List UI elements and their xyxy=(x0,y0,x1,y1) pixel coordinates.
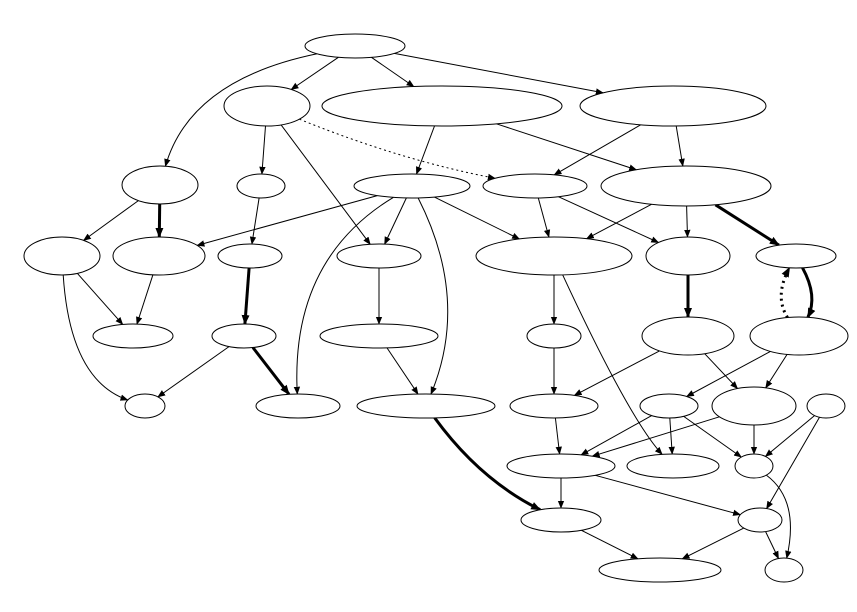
graph-node-n27[interactable] xyxy=(639,393,699,419)
graph-node-n18[interactable] xyxy=(211,323,277,349)
edge-n1-to-n5 xyxy=(164,53,318,167)
graph-node-n9[interactable] xyxy=(600,165,772,207)
graph-node-n12[interactable] xyxy=(217,243,283,269)
graph-node-n19[interactable] xyxy=(319,323,439,349)
edge-n3-to-n9 xyxy=(496,123,638,171)
edge-n7-to-n25 xyxy=(417,197,449,395)
edge-n1-to-n2 xyxy=(290,56,339,90)
graph-node-n8[interactable] xyxy=(482,173,588,199)
node-layer xyxy=(23,33,849,583)
edge-n4-to-n8 xyxy=(553,124,641,176)
edge-n10-to-n17 xyxy=(77,273,124,325)
edge-n1-to-n4 xyxy=(394,52,604,95)
graph-node-n22[interactable] xyxy=(749,316,849,356)
graph-node-n26[interactable] xyxy=(509,393,599,419)
edge-n6-to-n12 xyxy=(249,197,260,245)
graph-node-n31[interactable] xyxy=(626,453,720,479)
edge-n28-to-n30 xyxy=(591,416,720,458)
edge-n18-to-n24 xyxy=(251,346,291,396)
graph-node-n24[interactable] xyxy=(255,393,341,419)
edge-n32-to-n36 xyxy=(766,474,792,559)
edge-n2-to-n13 xyxy=(280,124,371,245)
graph-node-n32[interactable] xyxy=(734,453,774,479)
edge-n8-to-n14 xyxy=(537,197,551,238)
graph-node-n17[interactable] xyxy=(92,323,174,349)
edge-n21-to-n28 xyxy=(704,353,739,390)
edge-n7-to-n24 xyxy=(293,196,394,395)
graph-node-n3[interactable] xyxy=(321,85,563,127)
edge-n16-to-n22 xyxy=(801,267,816,319)
edge-n21-to-n26 xyxy=(573,350,660,396)
edge-n7-to-n11 xyxy=(196,195,378,247)
edge-n27-to-n31 xyxy=(668,417,675,455)
graph-node-n14[interactable] xyxy=(475,236,633,276)
graph-node-n29[interactable] xyxy=(806,393,846,419)
graph-node-n16[interactable] xyxy=(755,243,837,269)
edge-n30-to-n34 xyxy=(595,474,742,516)
edge-n29-to-n34 xyxy=(766,417,820,510)
graph-node-n5[interactable] xyxy=(121,165,199,205)
edge-n18-to-n23 xyxy=(157,346,230,398)
edge-n2-to-n6 xyxy=(259,125,266,175)
graph-node-n20[interactable] xyxy=(526,323,582,349)
graph-node-n11[interactable] xyxy=(112,236,206,276)
edge-n34-to-n35 xyxy=(681,527,745,560)
edge-n2-to-n8 xyxy=(299,118,496,181)
graph-node-n7[interactable] xyxy=(353,173,471,199)
graph-node-n10[interactable] xyxy=(23,236,101,276)
edge-n1-to-n3 xyxy=(371,56,415,88)
edge-n22-to-n16 xyxy=(779,266,791,319)
graph-node-n6[interactable] xyxy=(236,173,286,199)
edge-n33-to-n35 xyxy=(581,529,639,560)
edge-n7-to-n13 xyxy=(384,197,407,245)
graph-node-n36[interactable] xyxy=(764,557,804,583)
edge-n4-to-n9 xyxy=(675,125,685,167)
edge-n22-to-n27 xyxy=(685,350,771,397)
edge-n12-to-n18 xyxy=(241,267,251,325)
edge-n9-to-n14 xyxy=(585,203,652,240)
edge-n8-to-n15 xyxy=(558,196,660,243)
graph-node-n13[interactable] xyxy=(336,243,422,269)
graph-node-n30[interactable] xyxy=(506,453,616,479)
edge-n25-to-n33 xyxy=(433,417,542,512)
graph-node-n33[interactable] xyxy=(520,507,602,533)
edge-n5-to-n10 xyxy=(82,200,139,241)
edge-layer xyxy=(62,52,820,560)
edge-n29-to-n32 xyxy=(764,415,815,457)
edge-n26-to-n30 xyxy=(554,417,562,455)
graph-node-n1[interactable] xyxy=(304,33,406,59)
graph-node-n23[interactable] xyxy=(124,393,166,419)
edge-n27-to-n30 xyxy=(580,415,652,456)
graph-node-n25[interactable] xyxy=(356,393,496,419)
edge-n19-to-n25 xyxy=(386,347,419,395)
graph-node-n28[interactable] xyxy=(711,386,797,426)
graph-node-n15[interactable] xyxy=(645,236,731,276)
edge-n10-to-n23 xyxy=(62,274,129,401)
graph-node-n21[interactable] xyxy=(641,316,735,356)
edge-n3-to-n7 xyxy=(416,125,435,175)
graph-node-n35[interactable] xyxy=(598,557,722,583)
edge-n34-to-n36 xyxy=(765,531,779,560)
edge-n9-to-n15 xyxy=(684,205,691,238)
graph-node-n2[interactable] xyxy=(223,85,311,127)
edge-n11-to-n17 xyxy=(136,274,154,325)
edge-n14-to-n31 xyxy=(562,274,663,455)
graph-node-n34[interactable] xyxy=(737,507,783,533)
edge-n9-to-n16 xyxy=(714,203,780,247)
edge-n7-to-n14 xyxy=(434,196,521,240)
graph-node-n4[interactable] xyxy=(579,85,767,127)
edge-n22-to-n28 xyxy=(765,354,788,389)
edge-n27-to-n32 xyxy=(683,415,742,458)
